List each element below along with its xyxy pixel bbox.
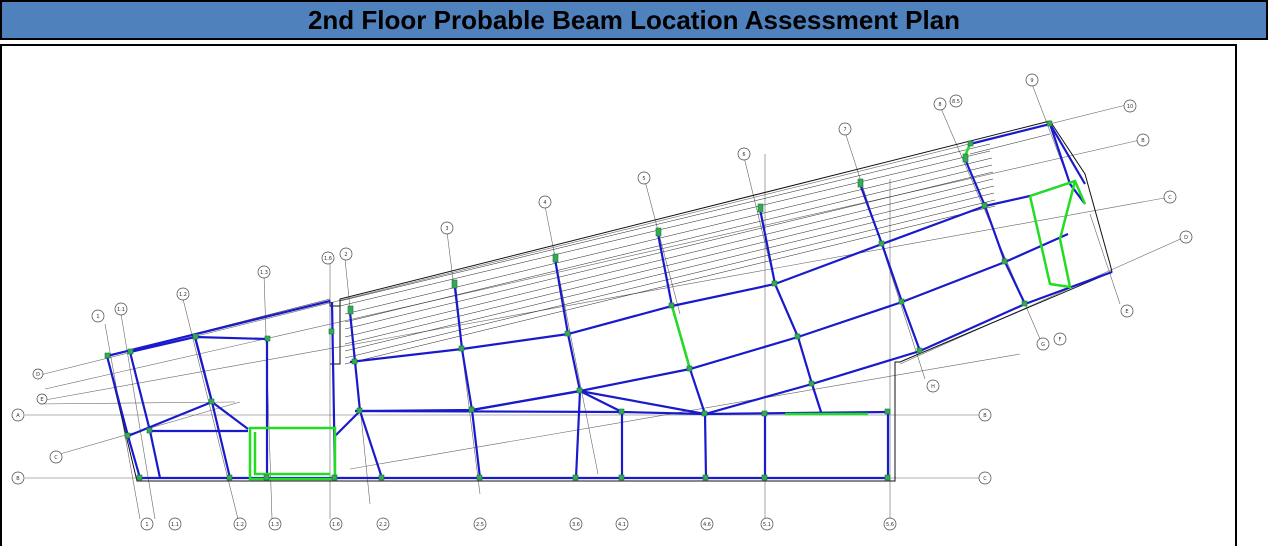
svg-text:4.1: 4.1 [618,522,626,528]
svg-text:E: E [40,397,43,403]
svg-text:C: C [54,455,58,461]
grid-bubble: 3 [440,221,454,235]
grid-bubble: 1.3 [257,265,271,279]
bottom-grid-bubbles: 1 1.1 1.2 1.3 1.6 2.2 2.5 3.6 4.1 4.6 5.… [140,517,897,531]
grid-bubble: C [978,471,992,485]
grid-bubble: 10 [1123,99,1137,113]
grid-bubble: C [49,450,63,464]
svg-text:9: 9 [1030,78,1033,84]
top-grid-bubbles: 1 1.1 1.2 1.3 1.6 2 3 4 5 6 7 8 8.5 9 10 [91,73,1137,323]
green-beams [248,143,1087,481]
grid-bubble: 2 [339,247,353,261]
grid-bubble: G [1036,337,1050,351]
svg-text:1.6: 1.6 [332,522,340,528]
svg-text:4.6: 4.6 [703,522,711,528]
svg-text:E: E [1125,309,1128,315]
grid-bubble: 1.6 [329,517,343,531]
svg-text:3.6: 3.6 [572,522,580,528]
svg-text:7: 7 [843,127,846,133]
grid-bubble: B [978,408,992,422]
svg-text:5.6: 5.6 [886,522,894,528]
grid-bubble: C [1163,190,1177,204]
grid-bubble: 7 [838,122,852,136]
svg-text:1: 1 [145,522,148,528]
svg-text:B: B [983,413,987,419]
svg-text:C: C [983,476,987,482]
svg-text:5.1: 5.1 [763,522,771,528]
svg-text:B: B [16,476,20,482]
svg-text:1.6: 1.6 [324,256,332,262]
blue-beams [105,122,1113,480]
svg-text:1: 1 [96,314,99,320]
svg-text:C: C [1168,195,1172,201]
left-grid-bubbles: A B C D E [11,368,63,485]
svg-text:2.2: 2.2 [379,522,387,528]
svg-text:B: B [1141,138,1145,144]
grid-bubble: 4 [538,195,552,209]
grid-bubble: 4.6 [700,517,714,531]
svg-text:D: D [36,372,40,378]
svg-text:6: 6 [742,152,745,158]
svg-text:1.1: 1.1 [171,522,179,528]
column-nodes [104,120,1053,481]
svg-text:4: 4 [543,200,546,206]
svg-text:G: G [1041,342,1045,348]
grid-bubble: 8 [933,97,947,111]
svg-text:8.5: 8.5 [952,99,960,105]
grid-bubble: 5.1 [760,517,774,531]
right-grid-bubbles: B C [978,408,992,485]
svg-text:1.2: 1.2 [179,292,187,298]
svg-text:H: H [931,384,935,390]
grid-bubble: E [36,393,48,405]
grid-bubble: D [1179,230,1193,244]
svg-text:1.3: 1.3 [260,270,268,276]
diagonal-grid-bubbles: B C D E F G H [926,133,1193,393]
svg-text:1.1: 1.1 [117,307,125,313]
grid-bubble: 1.1 [114,302,128,316]
grid-bubble: H [926,379,940,393]
svg-text:1.3: 1.3 [271,522,279,528]
grid-bubble: 1.6 [321,251,335,265]
grid-bubble: E [1120,304,1134,318]
svg-text:10: 10 [1127,104,1133,110]
grid-lines [25,83,1186,520]
grid-bubble: 4.1 [615,517,629,531]
grid-bubble: B [1136,133,1150,147]
roof-hatching [106,133,1051,365]
grid-bubble: 3.6 [569,517,583,531]
grid-bubble: 2.5 [473,517,487,531]
grid-bubble: D [32,368,44,380]
svg-text:2: 2 [344,252,347,258]
title-bar: 2nd Floor Probable Beam Location Assessm… [0,0,1268,40]
svg-text:A: A [16,413,20,419]
grid-bubble: 2.2 [376,517,390,531]
grid-bubble: 8.5 [949,94,963,108]
grid-bubble: A [11,408,25,422]
grid-bubble: 1 [140,517,154,531]
svg-text:8: 8 [938,102,941,108]
grid-bubble: 1 [91,309,105,323]
grid-bubble: 1.1 [168,517,182,531]
svg-text:3: 3 [445,226,448,232]
floor-plan-drawing: 1 1.1 1.2 1.3 1.6 2.2 2.5 3.6 4.1 4.6 5.… [11,73,1193,531]
grid-bubble: 1.2 [176,287,190,301]
page-title: 2nd Floor Probable Beam Location Assessm… [307,4,961,35]
svg-text:1.2: 1.2 [236,522,244,528]
grid-bubble: 5 [637,171,651,185]
svg-text:F: F [1059,337,1062,343]
grid-bubble: 1.3 [268,517,282,531]
grid-bubble: 9 [1025,73,1039,87]
grid-bubble: 5.6 [883,517,897,531]
grid-bubble: 1.2 [233,517,247,531]
svg-text:2.5: 2.5 [476,522,484,528]
grid-bubble: 6 [737,147,751,161]
svg-text:D: D [1184,235,1188,241]
svg-text:5: 5 [642,176,645,182]
grid-bubble: B [11,471,25,485]
grid-bubble: F [1053,332,1067,346]
